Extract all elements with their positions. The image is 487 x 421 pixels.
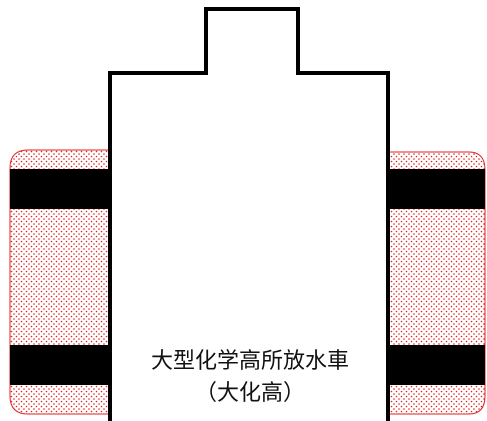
right-lower-outrigger-bar [388,345,485,385]
left-lower-outrigger-bar [10,345,110,385]
left-upper-outrigger-bar [10,169,110,209]
vehicle-abbreviation-label: （大化高） [194,381,305,406]
right-upper-outrigger-bar [388,169,485,209]
vehicle-name-label: 大型化学高所放水車 [150,349,349,374]
vehicle-body-outline [108,7,390,421]
